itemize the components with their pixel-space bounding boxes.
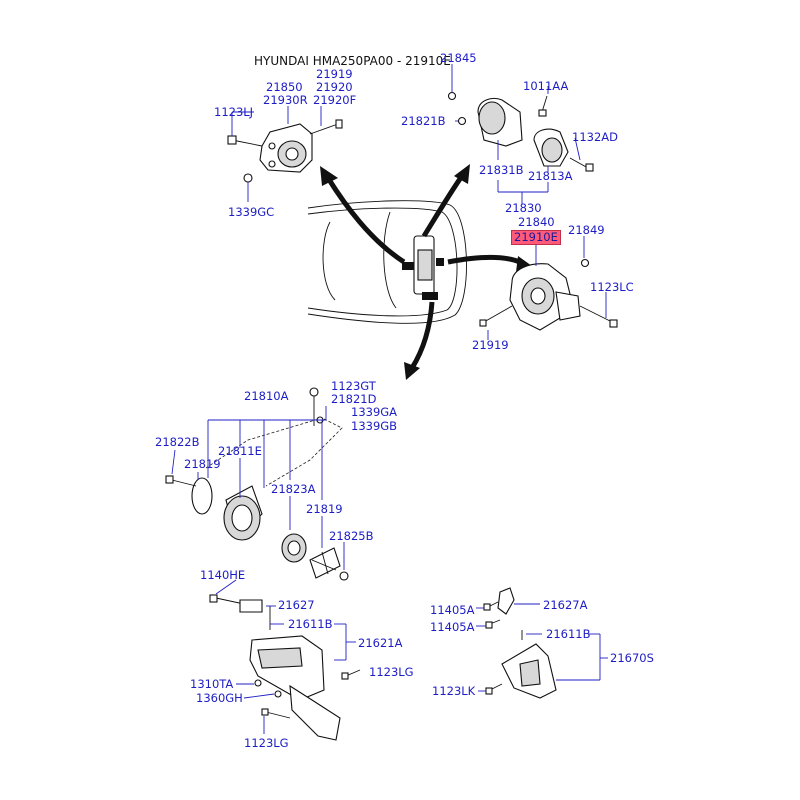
bracket-assembly-21670s <box>483 587 557 699</box>
bushing-assembly-21810a <box>165 387 349 581</box>
part-label-21825b[interactable]: 21825B <box>329 529 374 543</box>
part-label-1123lg-bottom[interactable]: 1123LG <box>244 736 289 750</box>
part-label-21810a[interactable]: 21810A <box>244 389 289 403</box>
part-label-1123gt[interactable]: 1123GT <box>331 379 376 393</box>
part-label-1011aa[interactable]: 1011AA <box>523 79 569 93</box>
part-label-1339ga[interactable]: 1339GA <box>351 405 398 419</box>
car-body-outline <box>307 200 467 324</box>
part-label-21611b-right[interactable]: 21611B <box>546 627 591 641</box>
part-label-21840[interactable]: 21840 <box>518 215 555 229</box>
part-label-21830[interactable]: 21830 <box>505 201 542 215</box>
part-label-21821d[interactable]: 21821D <box>331 392 377 406</box>
part-label-21670s[interactable]: 21670S <box>610 651 654 665</box>
part-label-1132ad[interactable]: 1132AD <box>572 130 618 144</box>
engine-mount-21910e <box>479 258 618 331</box>
part-label-1140he[interactable]: 1140HE <box>200 568 246 582</box>
part-label-21920[interactable]: 21920 <box>316 80 353 94</box>
part-label-21811e[interactable]: 21811E <box>218 444 262 458</box>
part-label-1310ta[interactable]: 1310TA <box>190 677 234 691</box>
part-label-1360gh[interactable]: 1360GH <box>196 691 243 705</box>
part-label-21813a[interactable]: 21813A <box>528 169 573 183</box>
part-label-21850[interactable]: 21850 <box>266 80 303 94</box>
part-label-21627[interactable]: 21627 <box>278 598 315 612</box>
part-label-21819-a[interactable]: 21819 <box>184 457 221 471</box>
part-label-21822b[interactable]: 21822B <box>155 435 200 449</box>
part-label-21621a[interactable]: 21621A <box>358 636 403 650</box>
part-label-21849[interactable]: 21849 <box>568 223 605 237</box>
diagram-title: HYUNDAI HMA250PA00 - 21910E <box>254 54 451 68</box>
part-label-21819-b[interactable]: 21819 <box>306 502 343 516</box>
part-label-1339gc[interactable]: 1339GC <box>228 205 275 219</box>
part-label-21930r[interactable]: 21930R <box>263 93 308 107</box>
part-label-21919-top[interactable]: 21919 <box>316 67 353 81</box>
part-label-1123lj[interactable]: 1123LJ <box>214 105 254 119</box>
part-label-1339gb[interactable]: 1339GB <box>351 419 398 433</box>
part-label-1123lc[interactable]: 1123LC <box>590 280 634 294</box>
part-label-11405a-1[interactable]: 11405A <box>430 603 475 617</box>
part-label-21920f[interactable]: 21920F <box>313 93 357 107</box>
part-label-21845[interactable]: 21845 <box>440 51 477 65</box>
part-label-21611b-left[interactable]: 21611B <box>288 617 333 631</box>
engine-mount-21850 <box>227 119 343 183</box>
part-label-21823a[interactable]: 21823A <box>271 482 316 496</box>
part-label-1123lg-right[interactable]: 1123LG <box>369 665 414 679</box>
bracket-assembly-21621a <box>209 594 361 741</box>
engine-mount-21830 <box>447 91 594 172</box>
part-label-21627a[interactable]: 21627A <box>543 598 588 612</box>
part-label-1123lk[interactable]: 1123LK <box>432 684 476 698</box>
leader-lines <box>171 64 608 734</box>
part-label-21821b[interactable]: 21821B <box>401 114 446 128</box>
part-label-21831b[interactable]: 21831B <box>479 163 524 177</box>
part-label-21919-right[interactable]: 21919 <box>472 338 509 352</box>
part-label-21910e-highlighted[interactable]: 21910E <box>511 230 561 245</box>
pointer-arrows <box>320 164 532 380</box>
part-label-11405a-2[interactable]: 11405A <box>430 620 475 634</box>
